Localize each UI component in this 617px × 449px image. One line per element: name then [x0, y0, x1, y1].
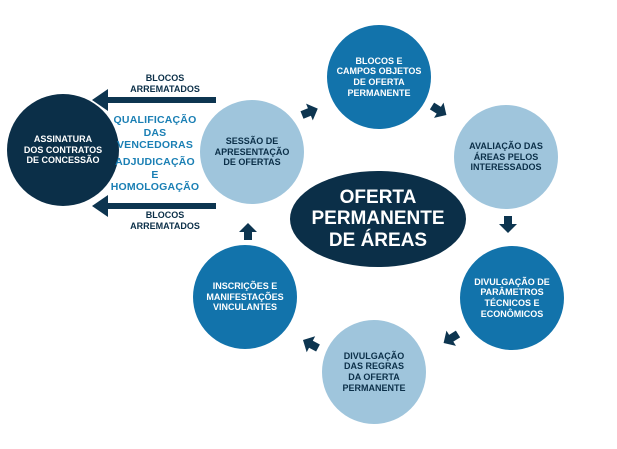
- node-divulgacao-regras-label-line: DA OFERTA: [348, 372, 400, 382]
- label-adjudicacao-line: HOMOLOGAÇÃO: [110, 181, 200, 194]
- node-assinatura-label-line: DE CONCESSÃO: [26, 155, 100, 166]
- node-divulgacao-parametros-label-line: TÉCNICOS E: [484, 298, 540, 308]
- node-sessao-label-line: SESSÃO DE: [225, 136, 279, 147]
- node-divulgacao-parametros-label-line: ECONÔMICOS: [480, 308, 544, 319]
- node-inscricoes-circle: [193, 245, 297, 349]
- node-divulgacao-parametros-circle: [460, 246, 564, 350]
- node-assinatura-circle: [7, 94, 119, 206]
- node-sessao-circle: [200, 100, 304, 204]
- arrow-blocos-arrematados-bottom-icon: [92, 195, 216, 217]
- arrow-avaliacao-to-parametros-icon: [499, 216, 517, 233]
- arrow-label-top-line: BLOCOS: [145, 73, 185, 84]
- arrow-label-bottom-line: ARREMATADOS: [130, 221, 200, 231]
- node-blocos-circle: [327, 25, 431, 129]
- node-divulgacao-parametros-label-line: DIVULGAÇÃO DE: [474, 276, 550, 287]
- arrow-label-top-line: ARREMATADOS: [130, 84, 200, 94]
- node-blocos-label-line: DE OFERTA: [353, 77, 405, 87]
- node-divulgacao-regras-circle: [322, 320, 426, 424]
- node-inscricoes-label-line: VINCULANTES: [212, 302, 277, 313]
- node-blocos-label-line: BLOCOS E: [355, 55, 403, 66]
- center-title-line: OFERTA: [339, 187, 417, 209]
- node-divulgacao-regras-label-line: DIVULGAÇÃO: [343, 350, 405, 361]
- arrow-sessao-to-blocos-icon: [300, 103, 318, 121]
- center-title-line: DE ÁREAS: [328, 229, 428, 251]
- node-assinatura-label-line: DOS CONTRATOS: [23, 144, 103, 155]
- label-adjudicacao-line: E: [151, 168, 159, 181]
- label-qualificacao-line: DAS: [143, 126, 167, 139]
- node-sessao-label-line: DE OFERTAS: [223, 157, 281, 168]
- node-blocos-label-line: PERMANENTE: [347, 87, 411, 98]
- center-ellipse: [290, 171, 466, 267]
- node-inscricoes-label-line: INSCRIÇÕES E: [212, 281, 278, 292]
- arrow-parametros-to-regras-icon: [443, 330, 461, 346]
- node-divulgacao-regras-label-line: DAS REGRAS: [343, 361, 404, 372]
- node-avaliacao-circle: [454, 105, 558, 209]
- arrow-label-bottom-line: BLOCOS: [145, 210, 185, 221]
- cycle-arrows: [239, 102, 517, 353]
- arrow-blocos-arrematados-top-icon: [92, 89, 216, 111]
- node-divulgacao-parametros-label-line: PARÂMETROS: [480, 287, 544, 298]
- arrow-inscricoes-to-sessao-icon: [239, 223, 257, 240]
- node-avaliacao-label-line: ÁREAS PELOS: [473, 151, 539, 162]
- label-adjudicacao-line: ADJUDICAÇÃO: [115, 156, 195, 169]
- center-title-line: PERMANENTE: [311, 208, 445, 230]
- label-qualificacao-line: QUALIFICAÇÃO: [113, 114, 197, 127]
- node-avaliacao-label-line: INTERESSADOS: [470, 162, 542, 173]
- node-assinatura-label-line: ASSINATURA: [33, 134, 93, 145]
- node-sessao-label-line: APRESENTAÇÃO: [214, 146, 290, 157]
- arrow-blocos-to-avaliacao-icon: [429, 102, 447, 118]
- label-qualificacao-line: VENCEDORAS: [116, 139, 194, 152]
- arrow-regras-to-inscricoes-icon: [302, 336, 320, 353]
- node-blocos-label-line: CAMPOS OBJETOS: [336, 66, 422, 77]
- node-avaliacao-label-line: AVALIAÇÃO DAS: [469, 141, 543, 152]
- node-inscricoes-label-line: MANIFESTAÇÕES: [206, 291, 284, 302]
- node-divulgacao-regras-label-line: PERMANENTE: [342, 382, 406, 393]
